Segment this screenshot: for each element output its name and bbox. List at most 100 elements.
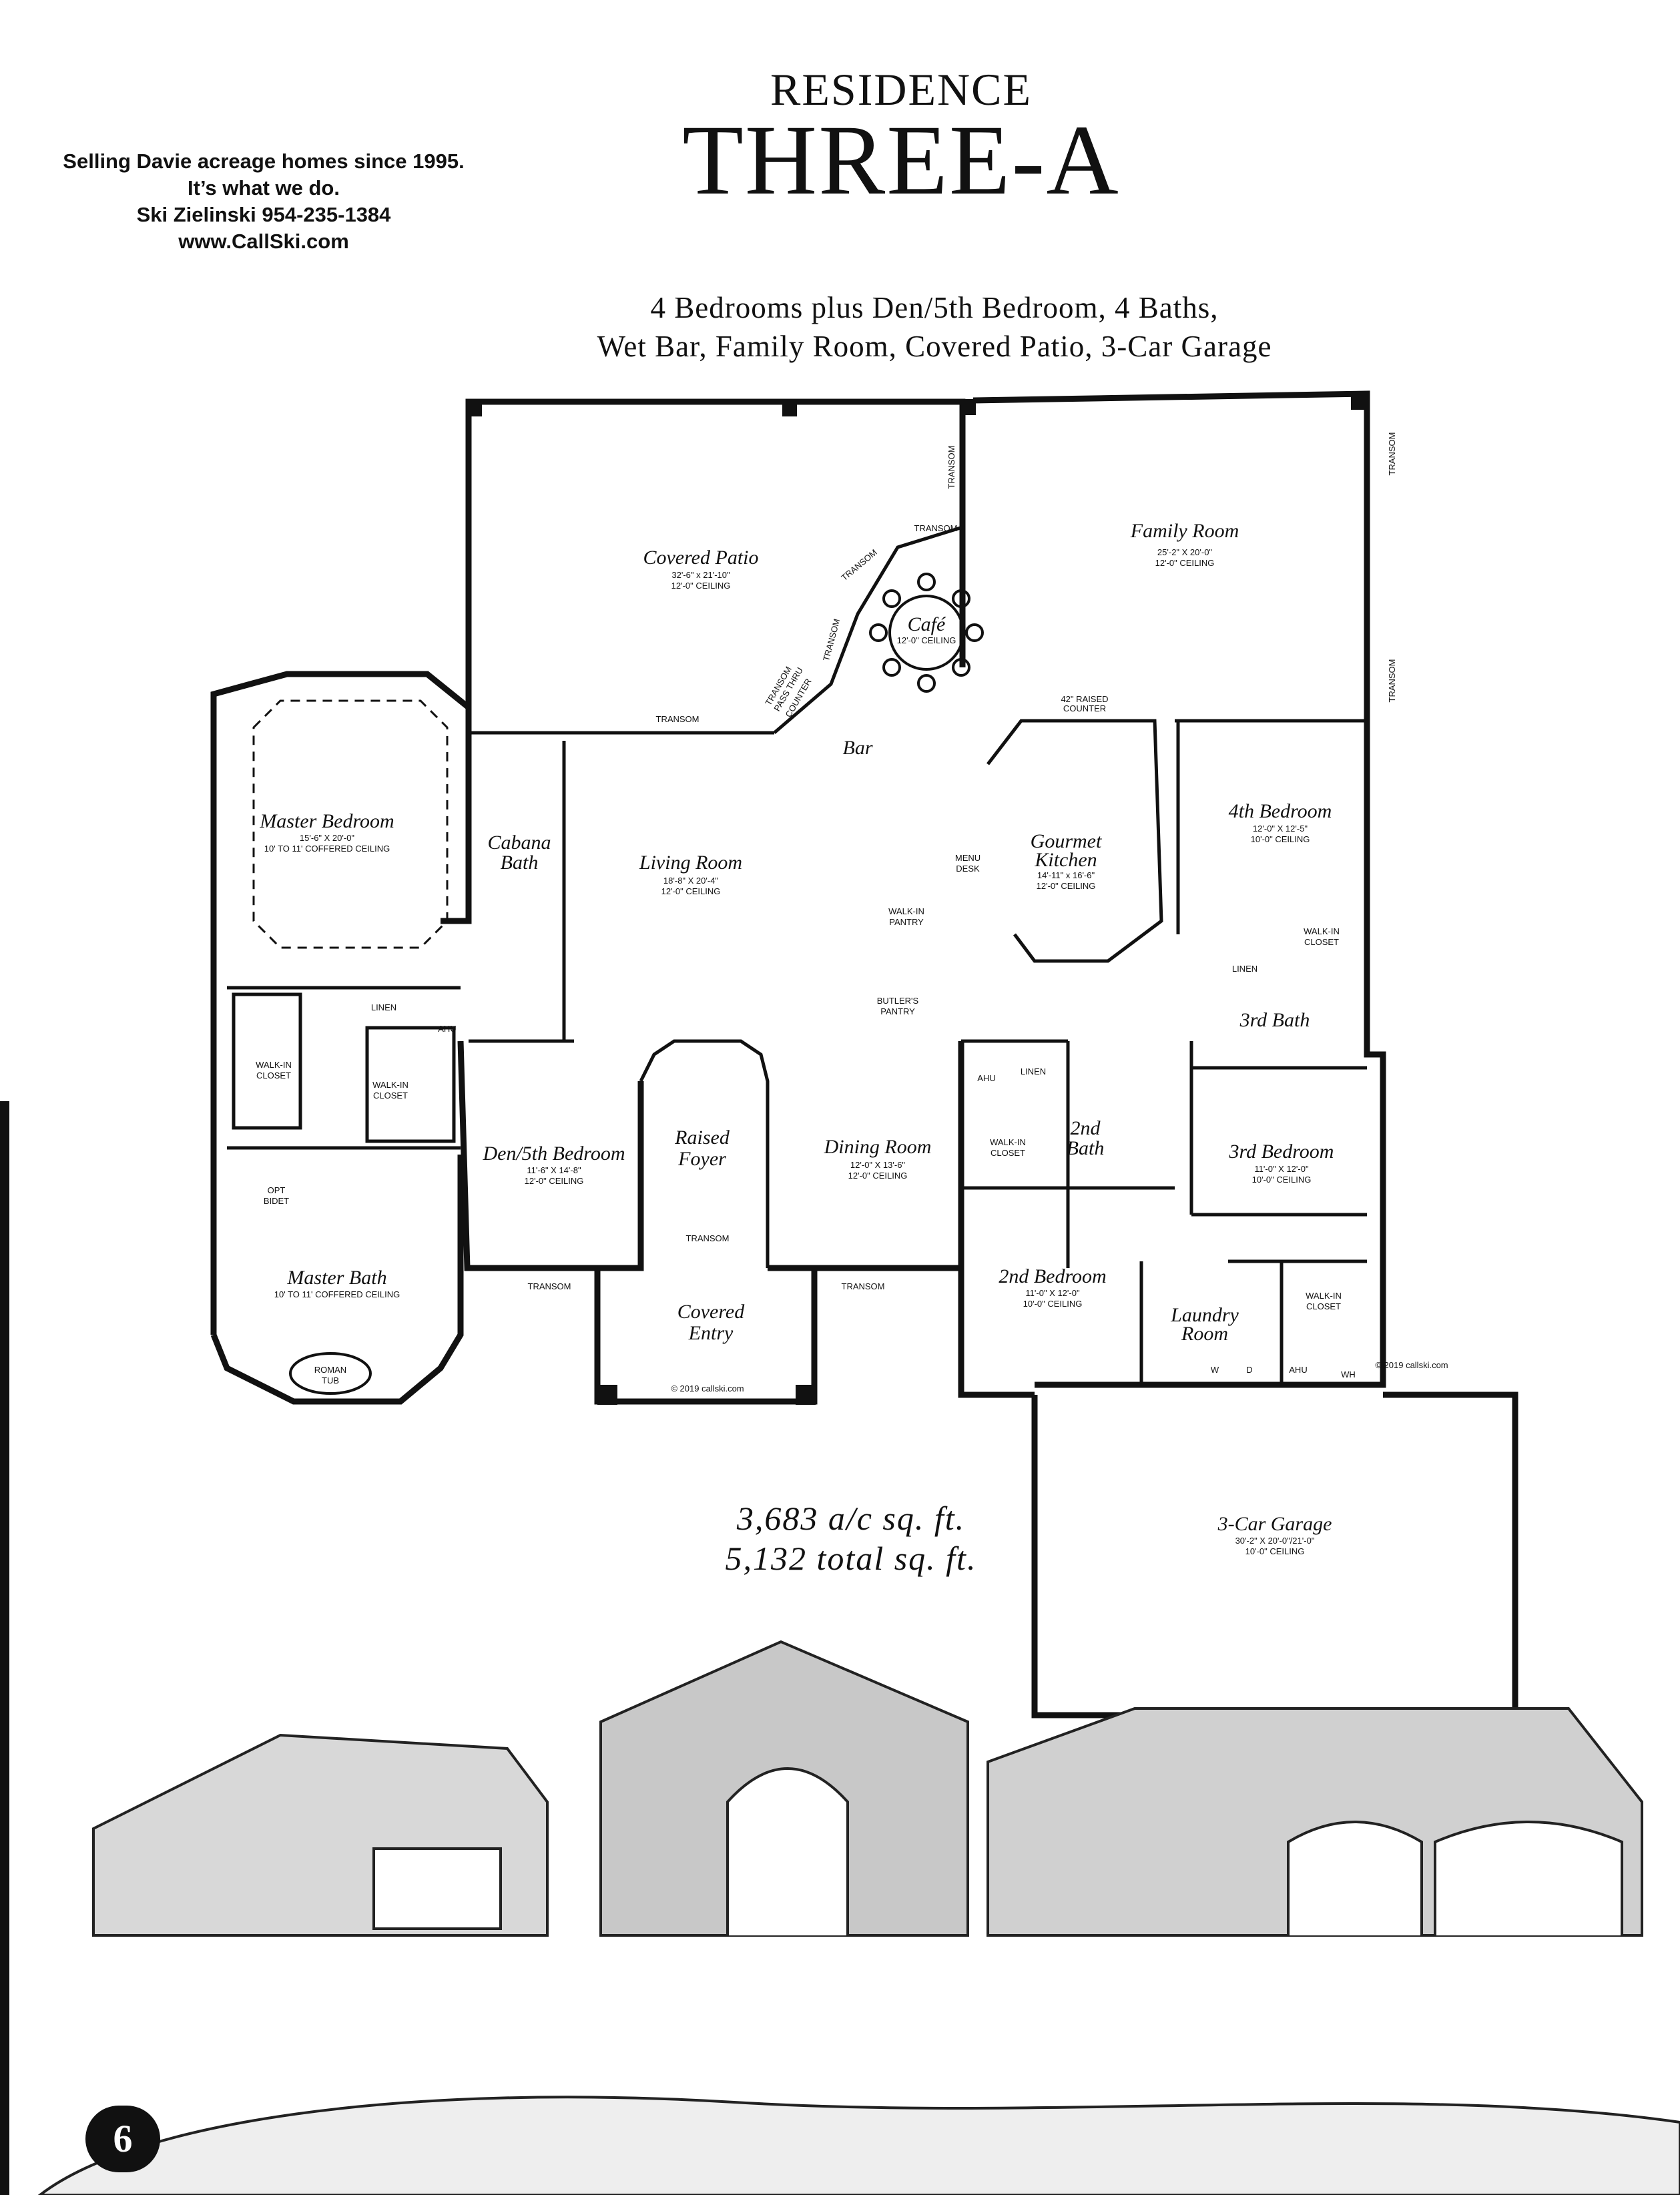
- room-cafe: Café: [908, 613, 946, 635]
- ceiling-master-bath: 10' TO 11' COFFERED CEILING: [274, 1289, 400, 1299]
- room-master-bath: Master Bath: [286, 1267, 386, 1289]
- label-second-walkin-a: WALK-IN: [990, 1137, 1026, 1147]
- room-laundry-line2: Room: [1181, 1323, 1228, 1345]
- label-master-walkin-1b: CLOSET: [256, 1070, 291, 1080]
- label-roman-tub-2: TUB: [322, 1375, 339, 1385]
- room-laundry-line1: Laundry: [1170, 1304, 1239, 1326]
- label-butlers-pantry-1: BUTLER'S: [877, 996, 919, 1006]
- label-menu-desk-2: DESK: [956, 864, 980, 874]
- dims-covered-patio: 32'-6" x 21'-10": [671, 570, 730, 580]
- dims-third-bedroom: 11'-0" X 12'-0": [1254, 1164, 1309, 1174]
- room-third-bedroom: 3rd Bedroom: [1229, 1141, 1334, 1163]
- room-fourth-bedroom: 4th Bedroom: [1229, 800, 1332, 822]
- label-third-walkin-b: CLOSET: [1306, 1301, 1341, 1311]
- dims-garage: 30'-2" X 20'-0"/21'-0": [1235, 1536, 1315, 1546]
- label-menu-desk-1: MENU: [955, 853, 981, 863]
- label-water-heater: WH: [1341, 1369, 1356, 1379]
- residence-name: THREE-A: [682, 105, 1120, 216]
- cafe-table: [869, 573, 984, 693]
- ceiling-third-bedroom: 10'-0" CEILING: [1252, 1175, 1312, 1185]
- room-covered-entry-line1: Covered: [677, 1301, 746, 1323]
- room-cabana-bath-line1: Cabana: [487, 832, 551, 854]
- room-master-bedroom: Master Bedroom: [259, 810, 394, 832]
- label-transom-den: TRANSOM: [528, 1281, 571, 1291]
- wall-covered-patio: [465, 398, 966, 733]
- wall-family-room: [972, 390, 1370, 721]
- sqft-total: 5,132 total sq. ft.: [725, 1540, 977, 1577]
- dims-den: 11'-6" X 14'-8": [527, 1165, 581, 1175]
- page-number: 6: [85, 2106, 160, 2172]
- label-raised-counter-2: COUNTER: [1063, 703, 1106, 713]
- agent-info: Selling Davie acreage homes since 1995. …: [20, 148, 507, 255]
- dims-fourth-bedroom: 12'-0" X 12'-5": [1253, 824, 1308, 834]
- page-edge-bar: [0, 1101, 9, 2195]
- room-foyer-line2: Foyer: [677, 1148, 726, 1170]
- dims-master-bedroom: 15'-6" X 20'-0": [300, 833, 355, 843]
- ceiling-cafe: 12'-0" CEILING: [897, 635, 956, 645]
- agent-website[interactable]: www.CallSki.com: [178, 230, 349, 253]
- label-linen-second: LINEN: [1021, 1066, 1046, 1076]
- dims-dining-room: 12'-0" X 13'-6": [850, 1160, 906, 1170]
- room-family-room: Family Room: [1130, 520, 1239, 542]
- room-living-room: Living Room: [639, 852, 742, 874]
- label-master-walkin-1a: WALK-IN: [256, 1060, 292, 1070]
- label-transom-family-left: TRANSOM: [946, 446, 956, 489]
- label-dryer: D: [1246, 1365, 1252, 1375]
- agent-motto: It’s what we do.: [188, 176, 340, 200]
- room-den: Den/5th Bedroom: [482, 1143, 625, 1165]
- dims-kitchen: 14'-11" x 16'-6": [1037, 870, 1095, 880]
- label-transom-bay-1: TRANSOM: [839, 547, 878, 583]
- room-cabana-bath-line2: Bath: [501, 852, 539, 874]
- label-butlers-pantry-2: PANTRY: [880, 1006, 915, 1016]
- label-walkin-pantry-1: WALK-IN: [888, 906, 924, 916]
- label-linen-third: LINEN: [1232, 964, 1257, 974]
- room-foyer-line1: Raised: [674, 1127, 730, 1149]
- label-fourth-walkin-b: CLOSET: [1304, 937, 1339, 947]
- wall-covered-entry: [594, 1268, 818, 1405]
- description-line-2: Wet Bar, Family Room, Covered Patio, 3-C…: [597, 330, 1272, 363]
- wall-den: [457, 1040, 644, 1271]
- label-opt-bidet-1: OPT: [268, 1185, 286, 1195]
- ceiling-family-room: 12'-0" CEILING: [1155, 558, 1215, 568]
- wall-master-bedroom: [210, 671, 472, 924]
- plan-description: 4 Bedrooms plus Den/5th Bedroom, 4 Baths…: [334, 288, 1535, 366]
- sqft-ac: 3,683 a/c sq. ft.: [736, 1500, 966, 1537]
- label-third-walkin-a: WALK-IN: [1306, 1291, 1342, 1301]
- room-covered-entry-line2: Entry: [688, 1322, 734, 1344]
- watermark-entry: © 2019 callski.com: [671, 1383, 744, 1393]
- room-kitchen-line2: Kitchen: [1034, 849, 1097, 871]
- ceiling-second-bedroom: 10'-0" CEILING: [1023, 1299, 1083, 1309]
- label-washer: W: [1211, 1365, 1219, 1375]
- label-opt-bidet-2: BIDET: [264, 1196, 289, 1206]
- label-transom-bay-2: TRANSOM: [821, 618, 842, 663]
- ceiling-den: 12'-0" CEILING: [525, 1176, 584, 1186]
- agent-phone: Ski Zielinski 954-235-1384: [136, 203, 391, 226]
- ceiling-garage: 10'-0" CEILING: [1245, 1546, 1305, 1556]
- wall-dining: [768, 1265, 1035, 1398]
- room-third-bath: 3rd Bath: [1239, 1009, 1310, 1031]
- room-garage: 3-Car Garage: [1217, 1513, 1332, 1535]
- square-footage: 3,683 a/c sq. ft. 5,132 total sq. ft.: [701, 1498, 1001, 1578]
- label-ahu-second: AHU: [977, 1073, 995, 1083]
- description-line-1: 4 Bedrooms plus Den/5th Bedroom, 4 Baths…: [650, 291, 1219, 324]
- residence-label: RESIDENCE: [770, 64, 1032, 115]
- ceiling-dining-room: 12'-0" CEILING: [848, 1171, 908, 1181]
- label-transom-dining: TRANSOM: [842, 1281, 885, 1291]
- label-transom-family-upper: TRANSOM: [1387, 432, 1397, 476]
- ceiling-covered-patio: 12'-0" CEILING: [671, 581, 731, 591]
- agent-tagline: Selling Davie acreage homes since 1995.: [63, 149, 465, 173]
- room-second-bedroom: 2nd Bedroom: [999, 1265, 1106, 1287]
- room-bar: Bar: [843, 737, 873, 759]
- label-second-walkin-b: CLOSET: [991, 1148, 1025, 1158]
- roman-tub-shape: [289, 1352, 372, 1395]
- room-covered-patio: Covered Patio: [643, 547, 758, 569]
- wall-right-wing: [1035, 721, 1386, 1388]
- wall-master-bath: [210, 1155, 464, 1405]
- dims-second-bedroom: 11'-0" X 12'-0": [1025, 1288, 1080, 1298]
- label-roman-tub-1: ROMAN: [314, 1365, 346, 1375]
- label-master-walkin-2b: CLOSET: [373, 1090, 408, 1101]
- label-fourth-walkin-a: WALK-IN: [1304, 926, 1340, 936]
- room-kitchen-line1: Gourmet: [1031, 830, 1102, 852]
- label-transom-patio: TRANSOM: [656, 714, 699, 724]
- label-ahu-laundry: AHU: [1289, 1365, 1307, 1375]
